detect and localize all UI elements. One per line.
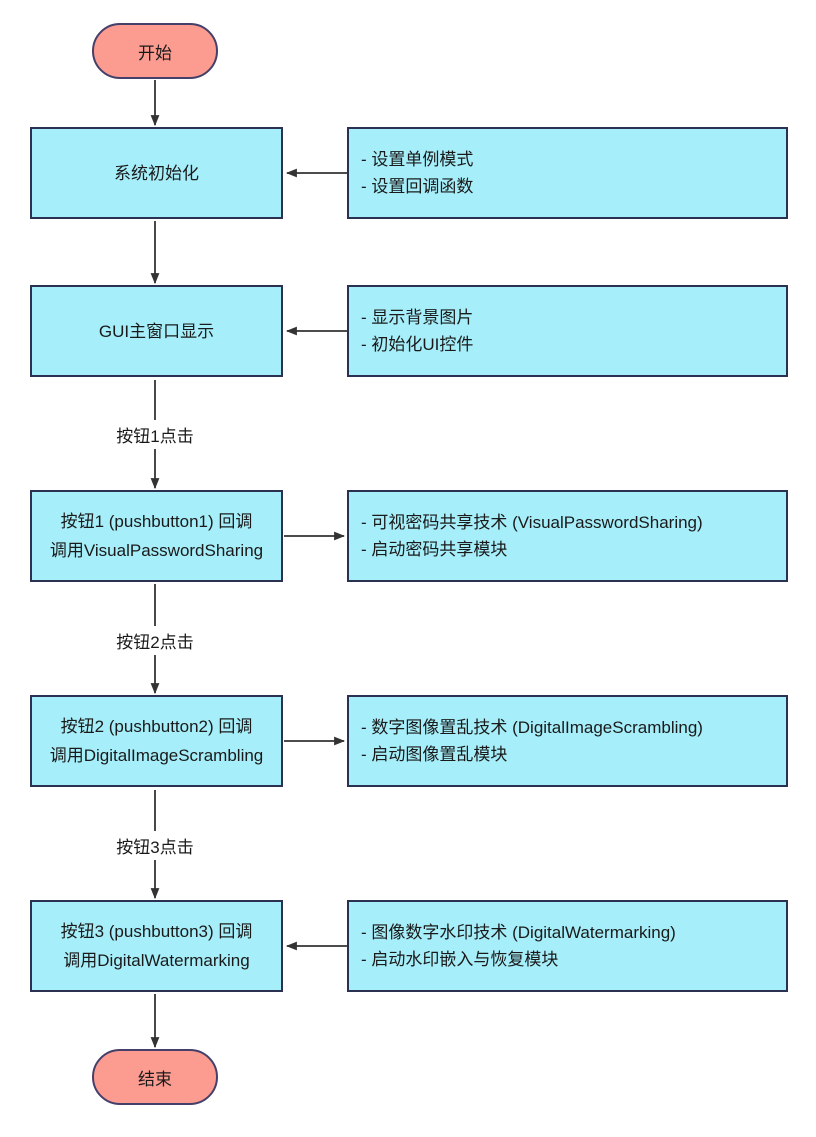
note-button1: - 可视密码共享技术 (VisualPasswordSharing) - 启动密… (347, 490, 788, 582)
process-box-gui-window: GUI主窗口显示 (30, 285, 283, 377)
note-line: - 启动图像置乱模块 (361, 745, 508, 764)
note-line: - 启动密码共享模块 (361, 540, 508, 559)
start-node-label: 开始 (138, 43, 172, 63)
process-box-button3-callback: 按钮3 (pushbutton3) 回调 调用DigitalWatermarki… (30, 900, 283, 992)
note-line: - 设置单例模式 (361, 150, 474, 169)
note-button2: - 数字图像置乱技术 (DigitalImageScrambling) - 启动… (347, 695, 788, 787)
end-node-label: 结束 (138, 1069, 172, 1089)
process-box-button1-callback: 按钮1 (pushbutton1) 回调 调用VisualPasswordSha… (30, 490, 283, 582)
note-line: - 设置回调函数 (361, 177, 474, 196)
process-label-line: 调用DigitalWatermarking (63, 951, 250, 970)
process-label-line: 系统初始化 (114, 163, 199, 183)
edge-label-button1-click: 按钮1点击 (111, 420, 199, 449)
process-box-button2-callback: 按钮2 (pushbutton2) 回调 调用DigitalImageScram… (30, 695, 283, 787)
start-node: 开始 (92, 23, 218, 79)
note-line: - 显示背景图片 (361, 308, 474, 327)
process-label-line: 按钮2 (pushbutton2) 回调 (60, 717, 253, 736)
note-button3: - 图像数字水印技术 (DigitalWatermarking) - 启动水印嵌… (347, 900, 788, 992)
process-box-system-init: 系统初始化 (30, 127, 283, 219)
edge-label-button2-click: 按钮2点击 (111, 626, 199, 655)
end-node: 结束 (92, 1049, 218, 1105)
note-gui-window: - 显示背景图片 - 初始化UI控件 (347, 285, 788, 377)
process-label-line: 按钮3 (pushbutton3) 回调 (60, 922, 253, 941)
note-line: - 数字图像置乱技术 (DigitalImageScrambling) (361, 718, 703, 737)
process-label-line: 调用VisualPasswordSharing (49, 541, 264, 560)
note-line: - 可视密码共享技术 (VisualPasswordSharing) (361, 513, 703, 532)
note-system-init: - 设置单例模式 - 设置回调函数 (347, 127, 788, 219)
process-label-line: GUI主窗口显示 (98, 321, 215, 341)
note-line: - 图像数字水印技术 (DigitalWatermarking) (361, 923, 676, 942)
note-line: - 启动水印嵌入与恢复模块 (361, 950, 559, 969)
process-label-line: 调用DigitalImageScrambling (49, 746, 264, 765)
note-line: - 初始化UI控件 (361, 335, 474, 354)
edge-label-button3-click: 按钮3点击 (111, 831, 199, 860)
process-label-line: 按钮1 (pushbutton1) 回调 (60, 512, 253, 531)
